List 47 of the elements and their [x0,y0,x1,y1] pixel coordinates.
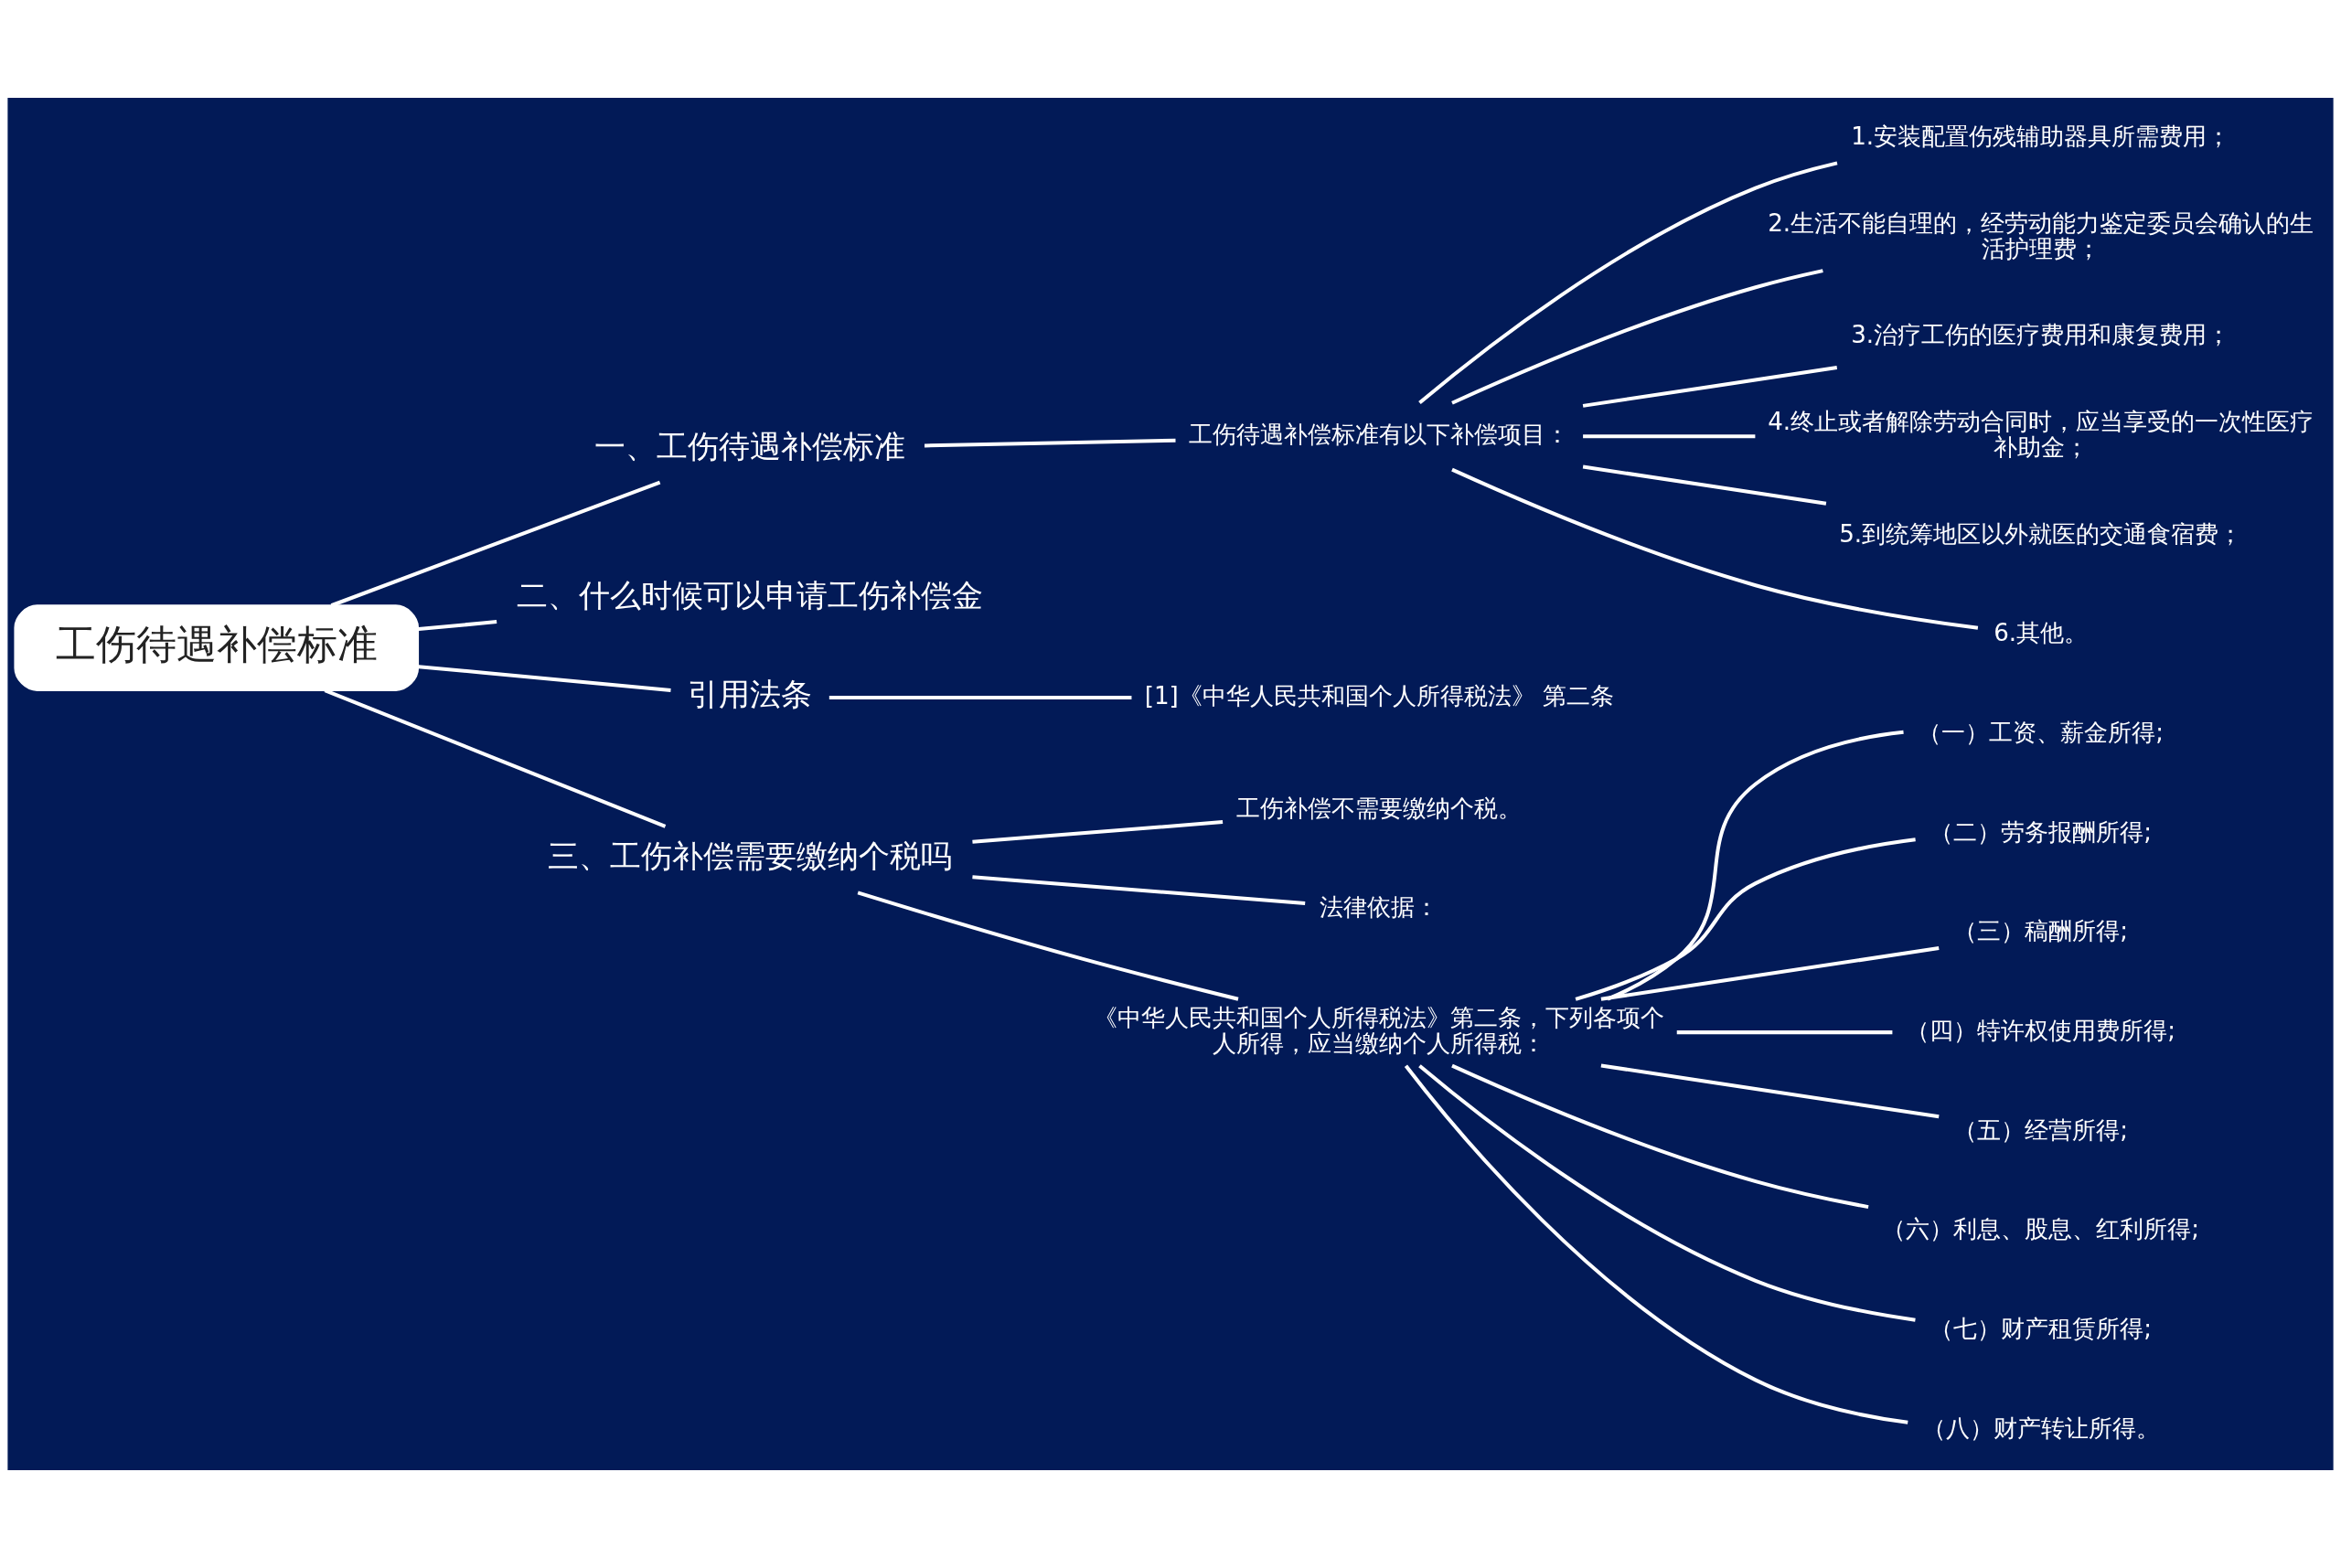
connector [418,620,497,632]
node-text: [1]《中华人民共和国个人所得税法》 第二条 [1144,681,1615,709]
node-text: （七）财产租赁所得; [1929,1314,2153,1342]
connector [1607,730,1904,1001]
connector [972,875,1306,906]
node-text: 3.治疗工伤的医疗费用和康复费用； [1851,321,2231,349]
node-text: 工伤补偿不需要缴纳个税。 [1236,794,1523,822]
connector [1600,946,1940,1001]
node-text: （一）工资、薪金所得; [1918,719,2165,747]
node-text: 5.到统筹地区以外就医的交通食宿费； [1839,519,2243,548]
node-text: （四）特许权使用费所得; [1906,1016,2176,1044]
node-text: 2.生活不能自理的，经劳动能力鉴定委员会确认的生活护理费； [1768,208,2314,262]
node-text: 引用法条 [688,676,813,713]
connector [1583,434,1756,439]
node-text: （五）经营所得; [1953,1115,2129,1144]
node-text: （三）稿酬所得; [1953,917,2129,945]
node-text: 二、什么时候可以申请工伤补偿金 [517,576,984,613]
node-text: （六）利息、股息、红利所得; [1882,1215,2200,1243]
connector [1418,161,1838,405]
connector [972,820,1224,844]
connector [1600,1063,1940,1119]
connector [924,438,1176,448]
connector [1451,467,1979,630]
node-box: 工伤待遇补偿标准 [14,604,420,691]
connector [1451,1063,1869,1210]
connector [324,688,667,828]
node-text: 4.终止或者解除劳动合同时，应当享受的一次性医疗补助金； [1768,407,2314,462]
connector [857,891,1239,1001]
node-text: 《中华人民共和国个人所得税法》第二条，下列各项个人所得，应当缴纳个人所得税： [1094,1003,1665,1058]
node-text: 三、工伤补偿需要缴纳个税吗 [548,837,953,875]
node-text: （八）财产转让所得。 [1921,1413,2160,1442]
connector [1451,269,1823,405]
node-text: （二）劳务报酬所得; [1929,817,2153,846]
node-text: 一、工伤待遇补偿标准 [594,427,906,464]
node-text: 工伤待遇补偿标准有以下补偿项目： [1189,421,1570,449]
connector [1404,1064,1908,1424]
node-text: 6.其他。 [1994,619,2089,647]
connector [1676,1030,1893,1035]
connector [1418,1064,1916,1322]
connector [330,480,661,608]
connector [828,695,1132,699]
connector [1582,365,1838,408]
connector [418,665,671,692]
node-text: 法律依据： [1320,893,1439,922]
connector [1582,464,1827,506]
node-text: 1.安装配置伤残辅助器具所需费用； [1851,123,2231,151]
connector [1575,837,1916,1001]
